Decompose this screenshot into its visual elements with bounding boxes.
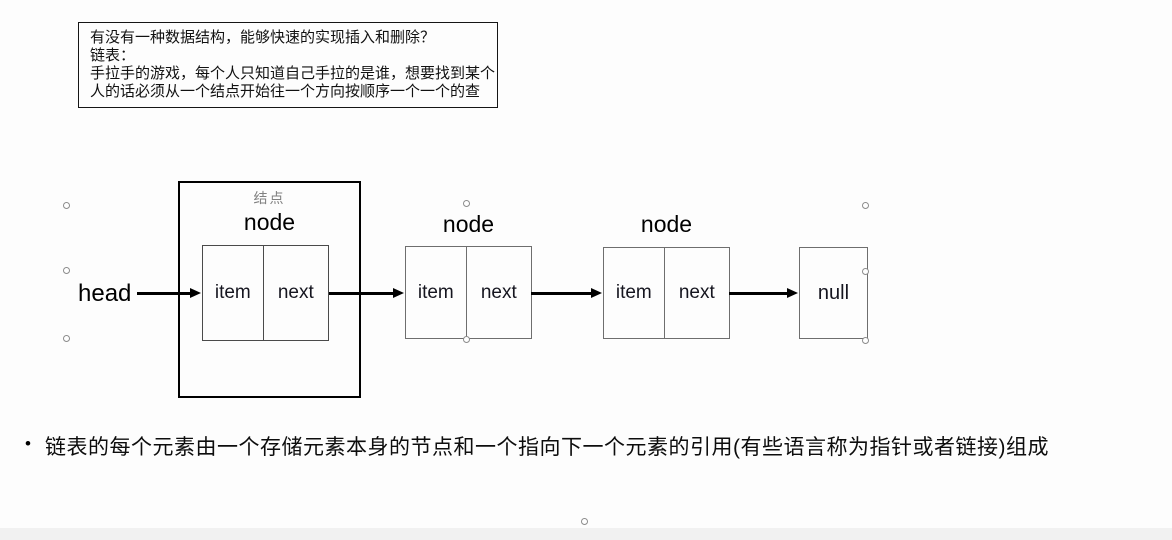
- arrow-node3-to-null: [729, 288, 798, 298]
- bottom-bar: [0, 528, 1172, 540]
- note-line-3: 手拉手的游戏，每个人只知道自己手拉的是谁，想要找到某个: [90, 65, 496, 82]
- node1-item-cell: item: [203, 246, 264, 340]
- selection-handle-mid-left[interactable]: [63, 267, 70, 274]
- selection-handle-top-center[interactable]: [463, 200, 470, 207]
- selection-handle-bottom-center[interactable]: [463, 336, 470, 343]
- note-line-1: 有没有一种数据结构，能够快速的实现插入和删除？: [90, 29, 436, 46]
- null-box[interactable]: null: [799, 247, 868, 339]
- arrow-node1-to-node2: [329, 288, 404, 298]
- note-box[interactable]: 有没有一种数据结构，能够快速的实现插入和删除？ 链表： 手拉手的游戏，每个人只知…: [78, 22, 498, 108]
- node2-next-cell: next: [480, 281, 517, 303]
- bullet-text: 链表的每个元素由一个存储元素本身的节点和一个指向下一个元素的引用(有些语言称为指…: [45, 436, 1049, 459]
- node3-box[interactable]: item next: [603, 247, 730, 339]
- selection-handle-bottom-left[interactable]: [63, 335, 70, 342]
- selection-handle-top-left[interactable]: [63, 202, 70, 209]
- arrow-node2-to-node3: [531, 288, 602, 298]
- node1-box[interactable]: item next: [202, 245, 329, 341]
- note-line-4: 人的话必须从一个结点开始往一个方向按顺序一个一个的查: [90, 83, 481, 100]
- node2-box[interactable]: item next: [405, 246, 532, 339]
- head-label[interactable]: head: [78, 280, 132, 307]
- null-cell: null: [817, 281, 850, 304]
- bullet-marker: •: [25, 434, 31, 453]
- node2-item-cell: item: [406, 247, 467, 338]
- node1-selection-frame[interactable]: [178, 181, 361, 398]
- arrow-head-to-node1: [137, 288, 201, 298]
- node3-next-cell: next: [678, 282, 715, 303]
- selection-handle-top-right[interactable]: [862, 202, 869, 209]
- node2-label: node: [442, 211, 495, 237]
- node1-label: node: [243, 209, 296, 235]
- node1-caption-cn: 结点: [253, 190, 286, 206]
- selection-handle-mid-right[interactable]: [862, 268, 869, 275]
- note-line-2: 链表：: [90, 47, 136, 64]
- node1-next-cell: next: [277, 282, 314, 303]
- selection-handle-bottom-page[interactable]: [581, 518, 588, 525]
- selection-handle-bottom-right[interactable]: [862, 337, 869, 344]
- node3-item-cell: item: [604, 248, 665, 338]
- node3-label: node: [640, 211, 693, 237]
